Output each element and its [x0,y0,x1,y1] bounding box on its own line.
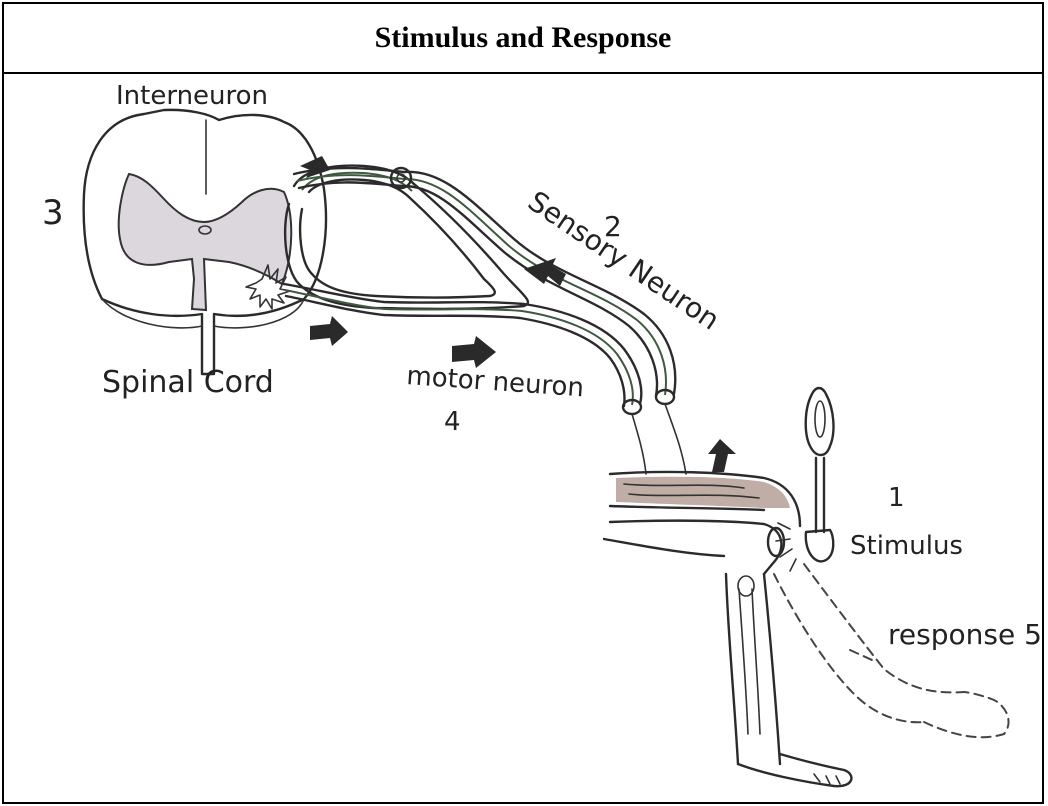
label-number-4: 4 [444,407,461,437]
label-spinal-cord: Spinal Cord [102,365,274,400]
thigh [610,472,800,526]
arrow-motor-left [310,316,348,346]
label-number-3: 3 [42,193,64,233]
label-interneuron: Interneuron [116,81,268,111]
sensory-neuron-fiber [294,168,675,396]
arrow-up-leg [708,439,736,472]
page-title: Stimulus and Response [4,4,1042,74]
nerve-to-leg [632,404,686,474]
label-motor-neuron: motor neuron [406,361,585,403]
label-response: response 5 [888,618,1042,651]
reflex-arc-drawing: Interneuron 3 Spinal Cord 2 Sensory Neur… [4,74,1042,802]
label-number-1: 1 [888,483,905,513]
gray-matter [119,174,292,310]
knee-and-shin [604,521,851,787]
arrow-motor-right [452,336,496,368]
label-stimulus: Stimulus [850,531,963,561]
